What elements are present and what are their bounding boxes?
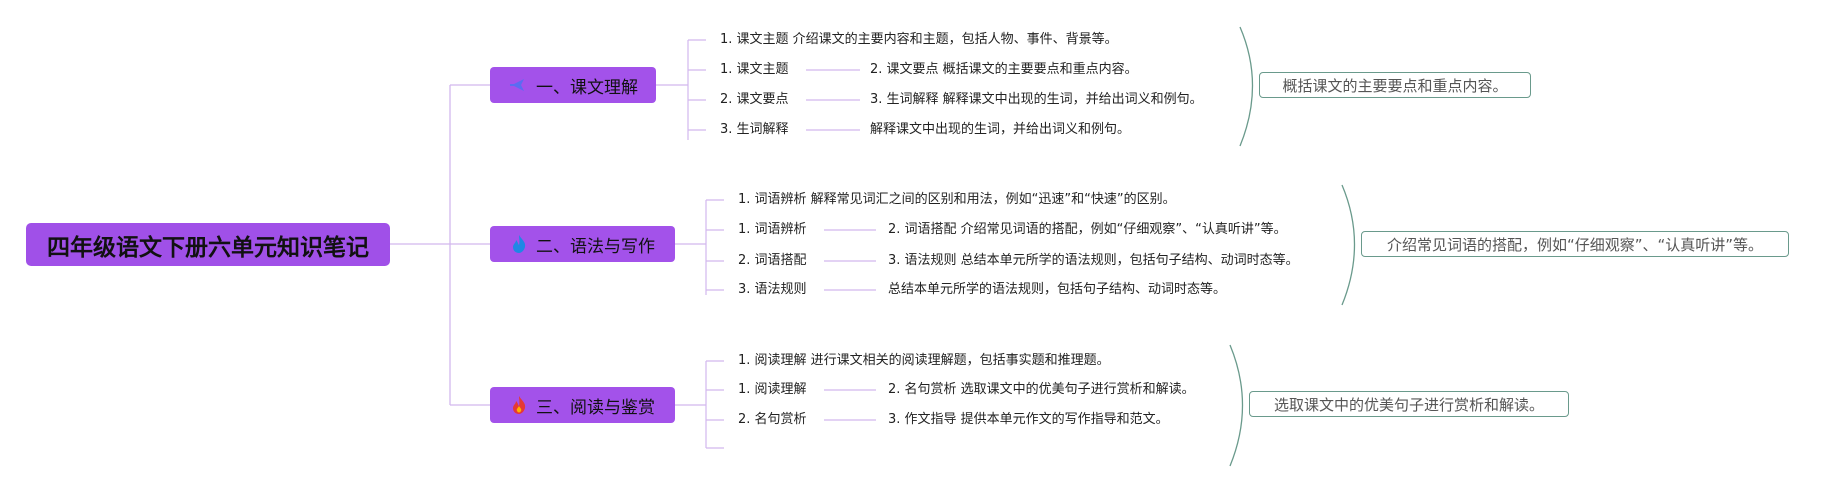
branch-reading-appreciation[interactable]: 三、阅读与鉴赏 — [490, 387, 675, 423]
leaf-text: 1. 词语辨析 — [738, 222, 807, 237]
leaf-text: 1. 阅读理解 — [738, 382, 807, 397]
leaf-text: 2. 名句赏析 — [738, 412, 807, 427]
root-title: 四年级语文下册六单元知识笔记 — [47, 234, 369, 261]
leaf-text: 1. 词语辨析 解释常见词汇之间的区别和用法，例如“迅速”和“快速”的区别。 — [738, 192, 1176, 207]
summary-text: 介绍常见词语的搭配，例如“仔细观察”、“认真听讲”等。 — [1386, 235, 1764, 254]
summary-box: 介绍常见词语的搭配，例如“仔细观察”、“认真听讲”等。 — [1361, 231, 1789, 257]
leaf-text: 1. 课文主题 — [720, 62, 789, 77]
flame-icon — [508, 233, 530, 255]
leaf-text: 2. 词语搭配 介绍常见词语的搭配，例如“仔细观察”、“认真听讲”等。 — [888, 222, 1287, 237]
summary-text: 选取课文中的优美句子进行赏析和解读。 — [1273, 395, 1544, 414]
leaf-text: 3. 作文指导 提供本单元作文的写作指导和范文。 — [888, 412, 1169, 427]
leaf-text: 总结本单元所学的语法规则，包括句子结构、动词时态等。 — [888, 282, 1227, 297]
branch-title: 二、语法与写作 — [536, 236, 655, 257]
summary-box: 选取课文中的优美句子进行赏析和解读。 — [1249, 391, 1569, 417]
mind-map-root[interactable]: 四年级语文下册六单元知识笔记 — [26, 223, 390, 266]
leaf-text: 2. 课文要点 — [720, 92, 789, 107]
leaf-text: 3. 生词解释 — [720, 122, 789, 137]
leaf-text: 3. 生词解释 解释课文中出现的生词，并给出词义和例句。 — [870, 92, 1203, 107]
leaf-text: 2. 名句赏析 选取课文中的优美句子进行赏析和解读。 — [888, 382, 1195, 397]
leaf-text: 3. 语法规则 — [738, 282, 807, 297]
leaf-text: 2. 课文要点 概括课文的主要要点和重点内容。 — [870, 62, 1138, 77]
branch-title: 一、课文理解 — [536, 77, 638, 98]
leaf-text: 3. 语法规则 总结本单元所学的语法规则，包括句子结构、动词时态等。 — [888, 253, 1299, 268]
fire-icon — [508, 394, 530, 416]
branch-title: 三、阅读与鉴赏 — [536, 397, 655, 418]
leaf-text: 2. 词语搭配 — [738, 253, 807, 268]
arrow-icon — [508, 74, 530, 96]
summary-box: 概括课文的主要要点和重点内容。 — [1259, 72, 1531, 98]
leaf-text: 1. 阅读理解 进行课文相关的阅读理解题，包括事实题和推理题。 — [738, 353, 1110, 368]
branch-grammar-writing[interactable]: 二、语法与写作 — [490, 226, 675, 262]
branch-comprehension[interactable]: 一、课文理解 — [490, 67, 656, 103]
summary-text: 概括课文的主要要点和重点内容。 — [1282, 76, 1508, 95]
leaf-text: 1. 课文主题 介绍课文的主要内容和主题，包括人物、事件、背景等。 — [720, 32, 1118, 47]
leaf-text: 解释课文中出现的生词，并给出词义和例句。 — [870, 122, 1131, 137]
